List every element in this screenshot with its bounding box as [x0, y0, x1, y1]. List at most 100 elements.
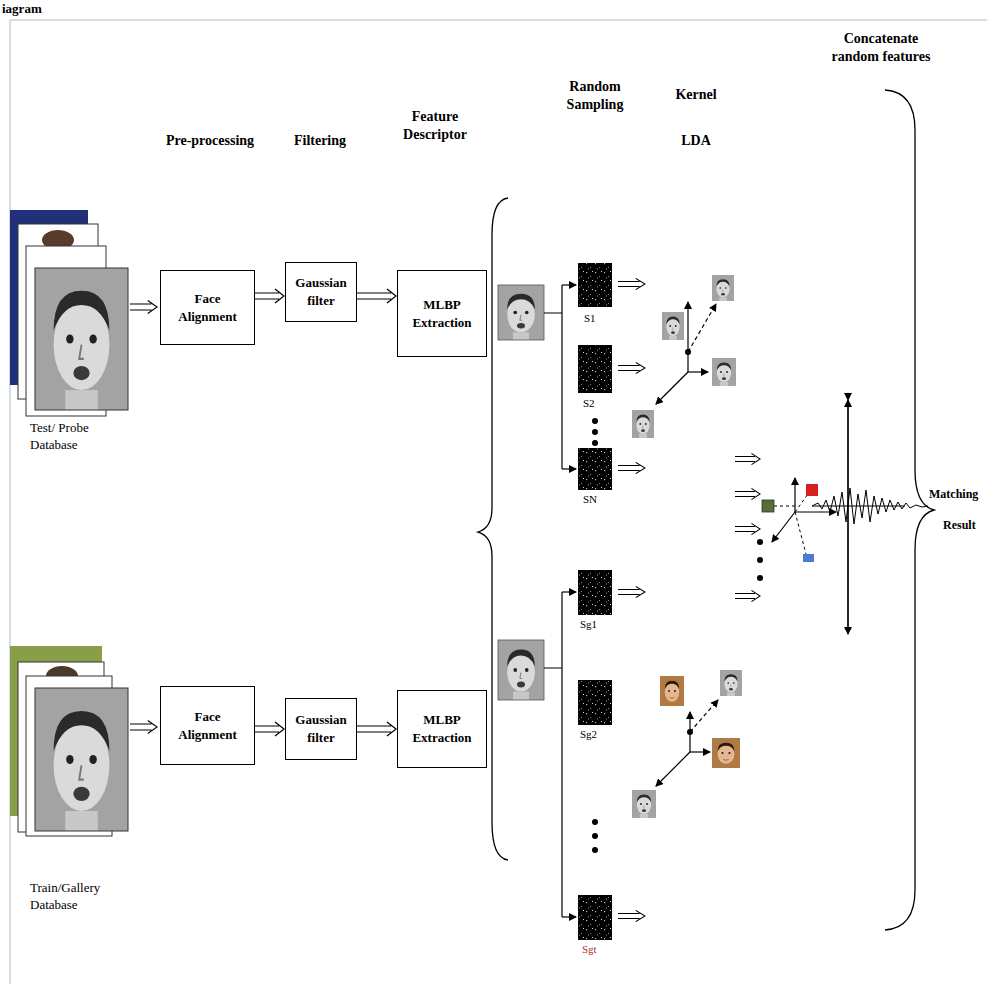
concatenated-signal — [847, 400, 848, 634]
column-heading: Concatenate random features — [830, 30, 932, 66]
lda-axes — [656, 372, 688, 404]
double-arrow — [255, 289, 284, 303]
box-text: Gaussian filter — [290, 711, 352, 746]
process-box: Gaussian filter — [285, 698, 357, 760]
column-heading: Random Sampling — [553, 78, 637, 114]
lda-dot — [687, 729, 693, 735]
sample-label: SN — [583, 492, 613, 506]
output-arrow — [735, 523, 760, 534]
box-label: Gaussian filter — [290, 711, 352, 746]
face-thumbnail — [712, 358, 736, 386]
feature-space — [803, 554, 814, 562]
sampling-branch — [544, 285, 562, 469]
box-label: MLBP Extraction — [402, 711, 482, 746]
feature-space — [762, 500, 774, 512]
face-thumbnail — [498, 640, 544, 700]
feature-space — [774, 506, 795, 507]
input-arrow — [130, 301, 157, 734]
lda-dot — [685, 349, 693, 735]
box-text: MLBP Extraction — [402, 711, 482, 746]
lda-axes — [690, 751, 710, 752]
output-arrow — [735, 590, 760, 601]
ellipsis-dots — [592, 847, 598, 853]
ellipsis-dots — [592, 418, 763, 853]
face-thumbnail — [660, 676, 684, 706]
feature-space — [794, 478, 795, 512]
process-box: Face Alignment — [160, 270, 255, 345]
concatenated-signal — [812, 506, 905, 507]
lda-axes — [688, 371, 708, 372]
double-arrow — [357, 289, 396, 303]
gallery-image-stack — [35, 688, 128, 831]
concatenated-signal — [812, 400, 928, 634]
lda-axes — [687, 302, 688, 372]
process-box: Gaussian filter — [285, 262, 357, 322]
column-heading: Result — [943, 518, 987, 534]
box-text: Gaussian filter — [290, 274, 352, 309]
face-thumbnail — [632, 410, 654, 438]
sampling-branch — [544, 592, 562, 917]
sampling-patch — [578, 263, 612, 307]
box-text: Face Alignment — [165, 708, 250, 743]
box-text: Face Alignment — [165, 290, 250, 325]
sampling-branch — [562, 284, 576, 285]
column-heading: Filtering — [280, 132, 360, 150]
face-thumbnail — [662, 312, 684, 340]
input-arrow — [130, 721, 157, 734]
feature-space — [806, 484, 818, 496]
concatenated-signal — [847, 400, 848, 634]
column-heading: Feature Descriptor — [393, 108, 477, 144]
face-thumbnail — [498, 285, 544, 340]
sample-label: S2 — [583, 396, 613, 410]
sampling-branch — [562, 916, 576, 917]
output-arrow — [735, 453, 760, 464]
sampling-branch — [544, 285, 576, 917]
feature-space — [762, 478, 836, 562]
feature-space — [795, 494, 808, 512]
face-thumbnail — [498, 285, 544, 700]
ellipsis-dots — [592, 819, 598, 825]
face-thumbnail — [632, 790, 656, 818]
feature-space — [795, 512, 806, 554]
sampling-patch — [578, 263, 612, 940]
output-arrow — [618, 278, 760, 921]
sampling-branch — [562, 468, 576, 469]
lda-axes — [656, 302, 718, 786]
ellipsis-dots — [757, 539, 763, 545]
ellipsis-dots — [592, 833, 598, 839]
page-frame — [10, 20, 987, 984]
process-box: MLBP Extraction — [397, 690, 487, 768]
sampling-branch — [562, 591, 576, 592]
sample-label: S1 — [584, 311, 614, 325]
column-heading: Matching — [929, 487, 987, 503]
output-arrow — [618, 278, 645, 289]
curly-brace — [885, 90, 934, 930]
database-label: Test/ Probe Database — [30, 420, 110, 454]
face-thumbnail — [720, 670, 742, 696]
concatenated-signal — [812, 488, 928, 524]
probe-image-stack — [35, 268, 128, 410]
box-label: Face Alignment — [165, 708, 250, 743]
lda-axes — [656, 752, 690, 786]
sampling-patch — [578, 570, 612, 615]
double-arrow — [357, 722, 396, 736]
sampling-patch — [578, 895, 612, 940]
column-heading: LDA — [668, 132, 724, 150]
input-arrow — [130, 301, 157, 314]
sample-label: Sg1 — [580, 617, 614, 631]
sample-label: Sgt — [582, 942, 616, 956]
face-thumbnail — [498, 285, 544, 340]
column-heading: Pre-processing — [150, 132, 270, 150]
sampling-patch — [578, 448, 612, 490]
probe-image-stack — [35, 268, 128, 410]
gallery-image-stack — [10, 646, 128, 836]
output-arrow — [618, 362, 645, 373]
ellipsis-dots — [592, 440, 598, 446]
box-label: Gaussian filter — [290, 274, 352, 309]
curly-brace — [885, 90, 934, 930]
face-thumbnail — [712, 275, 734, 301]
ellipsis-dots — [592, 429, 598, 435]
face-thumbnail — [712, 738, 740, 768]
face-thumbnail — [632, 275, 742, 818]
